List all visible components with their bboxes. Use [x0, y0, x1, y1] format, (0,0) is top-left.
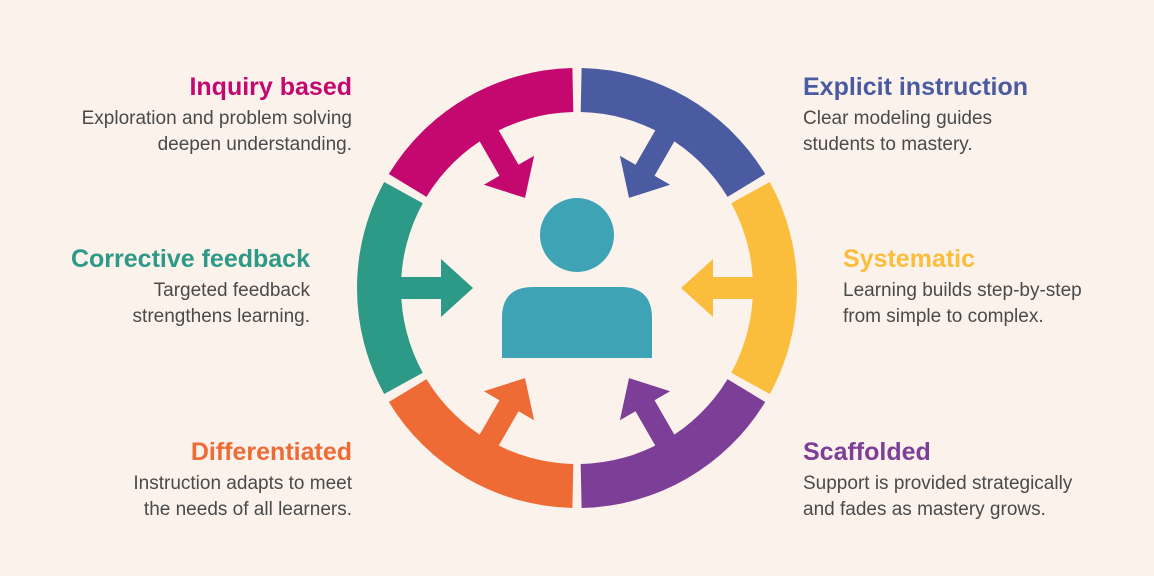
label-corrective-feedback: Corrective feedback Targeted feedback st… [0, 244, 310, 330]
segment-title: Explicit instruction [803, 73, 1029, 101]
wheel-arrows [395, 124, 759, 452]
label-scaffolded: Scaffolded Support is provided strategic… [803, 437, 1133, 523]
person-icon [502, 198, 652, 358]
segment-title: Inquiry based [189, 73, 352, 101]
segment-description-line: and fades as mastery grows. [803, 499, 1046, 520]
segment-description-line: students to mastery. [803, 134, 973, 155]
wheel-segments [356, 68, 798, 508]
segment-title: Corrective feedback [70, 245, 310, 273]
segment-description-line: the needs of all learners. [143, 499, 352, 520]
segment-title: Systematic [843, 245, 976, 273]
segment-description-line: Support is provided strategically [803, 473, 1073, 494]
segment-description-line: from simple to complex. [843, 306, 1044, 327]
label-systematic: Systematic Learning builds step-by-step … [843, 244, 1154, 330]
arrow-scaffolded [619, 378, 678, 452]
segment-description-line: deepen understanding. [157, 134, 352, 155]
segment-explicit [580, 68, 766, 197]
segment-scaffolded [580, 379, 766, 508]
segment-corrective [356, 182, 423, 394]
segment-description-line: Targeted feedback [153, 280, 310, 301]
label-explicit-instruction: Explicit instruction Clear modeling guid… [803, 72, 1133, 158]
segment-description-line: Clear modeling guides [803, 108, 993, 129]
segment-systematic [731, 182, 798, 394]
segment-title: Scaffolded [803, 438, 931, 466]
arrow-explicit [619, 124, 678, 198]
segment-differentiated [388, 379, 574, 508]
segment-description-line: Exploration and problem solving [81, 108, 352, 129]
arrow-differentiated [476, 378, 535, 452]
segment-description-line: strengthens learning. [132, 306, 310, 327]
arrow-systematic [681, 259, 759, 317]
label-inquiry-based: Inquiry based Exploration and problem so… [22, 72, 352, 158]
segment-inquiry [388, 68, 574, 197]
arrow-corrective [395, 259, 473, 317]
label-differentiated: Differentiated Instruction adapts to mee… [22, 437, 352, 523]
segment-description-line: Learning builds step-by-step [843, 280, 1082, 301]
arrow-inquiry [476, 124, 535, 198]
segment-description-line: Instruction adapts to meet [133, 473, 352, 494]
segment-title: Differentiated [190, 438, 352, 466]
